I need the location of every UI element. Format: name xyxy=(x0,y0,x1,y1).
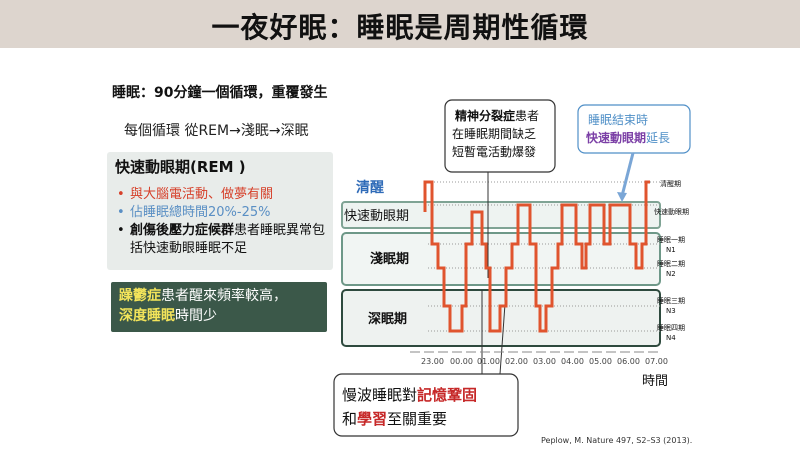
right-n1-a: 睡眠一期 xyxy=(657,236,685,244)
citation: Peplow, M. Nature 497, S2–S3 (2013). xyxy=(541,436,693,445)
right-stage-labels: 清醒期 快速動眼期 睡眠一期 N1 睡眠二期 N2 睡眠三期 N3 睡眠四期 N… xyxy=(654,179,689,342)
sleep-end-bold: 快速動眼期 xyxy=(586,130,646,145)
right-n3-b: N3 xyxy=(666,307,676,315)
depression-text-1: 患者醒來頻率較高， xyxy=(161,288,287,304)
schizophrenia-callout: 精神分裂症患者 在睡眠期間缺乏 短暫電活動爆發 xyxy=(444,99,556,173)
rem-bullet-2: •佔睡眠總時間20%-25% xyxy=(117,205,271,220)
schizo-line2: 在睡眠期間缺乏 xyxy=(452,126,536,141)
rem-info-box: 快速動眼期(REM ) •與大腦電活動、做夢有關 •佔睡眠總時間20%-25% … xyxy=(107,152,333,270)
schizo-line3: 短暫電活動爆發 xyxy=(452,144,536,159)
rem-bullet-1-text: 與大腦電活動、做夢有關 xyxy=(130,187,274,202)
cycle-description: 每個循環 從REM→淺眠→深眠 xyxy=(124,123,309,139)
slow-wave-learning: 學習 xyxy=(357,410,387,428)
time-tick-labels: 23.00 00.00 01.00 02.00 03.00 04.00 05.0… xyxy=(421,357,668,366)
tick-0100: 01.00 xyxy=(477,357,500,366)
tick-0300: 03.00 xyxy=(533,357,556,366)
tick-0200: 02.00 xyxy=(505,357,528,366)
tick-0500: 05.00 xyxy=(589,357,612,366)
svg-text:快速動眼期延長: 快速動眼期延長 xyxy=(586,130,670,145)
right-n4-a: 睡眠四期 xyxy=(657,324,685,332)
title-bar xyxy=(0,0,800,48)
depression-term: 躁鬱症 xyxy=(119,288,161,304)
rem-bullet-2-text: 佔睡眠總時間20%-25% xyxy=(130,205,271,220)
slow-wave-pre: 慢波睡眠對 xyxy=(342,386,417,404)
right-rem: 快速動眼期 xyxy=(654,207,689,216)
tick-2300: 23.00 xyxy=(421,357,444,366)
rem-bullet-3: •創傷後壓力症候群患者睡眠異常包括快速動眼睡眠不足 xyxy=(117,223,326,256)
rem-band xyxy=(341,201,661,229)
rem-bullet-list: •與大腦電活動、做夢有關 •佔睡眠總時間20%-25% •創傷後壓力症候群患者睡… xyxy=(117,186,331,258)
right-n4-b: N4 xyxy=(666,334,676,342)
tick-0000: 00.00 xyxy=(450,357,473,366)
subtitle: 睡眠：90分鐘一個循環，重覆發生 xyxy=(112,85,328,101)
tick-0400: 04.00 xyxy=(561,357,584,366)
rem-bullet-3-text: 患者睡眠異常包括快速動眼睡眠不足 xyxy=(130,223,326,256)
rem-bullet-3-bold: 創傷後壓力症候群 xyxy=(130,223,235,238)
svg-text:精神分裂症患者: 精神分裂症患者 xyxy=(455,108,539,123)
wake-label: 清醒 xyxy=(356,179,384,196)
page-title: 一夜好眠：睡眠是周期性循環 xyxy=(211,11,589,44)
rem-box-title: 快速動眼期(REM ) xyxy=(115,158,246,176)
svg-text:和學習至關重要: 和學習至關重要 xyxy=(342,410,447,428)
slow-wave-callout: 慢波睡眠對記憶鞏固 和學習至關重要 xyxy=(333,373,519,437)
tick-0700: 07.00 xyxy=(645,357,668,366)
right-n2-b: N2 xyxy=(666,270,676,278)
light-sleep-label: 淺眠期 xyxy=(370,251,409,267)
svg-text:慢波睡眠對記憶鞏固: 慢波睡眠對記憶鞏固 xyxy=(342,386,477,404)
slow-wave-and: 和 xyxy=(342,410,357,428)
right-n3-a: 睡眠三期 xyxy=(657,297,685,305)
slow-wave-memory: 記憶鞏固 xyxy=(417,386,477,404)
sleep-end-callout: 睡眠結束時 快速動眼期延長 xyxy=(577,104,691,202)
deep-sleep-term: 深度睡眠 xyxy=(119,308,175,324)
rem-label: 快速動眼期 xyxy=(344,209,409,224)
sleep-end-line1: 睡眠結束時 xyxy=(588,113,648,127)
schizo-rest: 患者 xyxy=(515,109,539,123)
rem-bullet-1: •與大腦電活動、做夢有關 xyxy=(117,187,274,202)
deep-sleep-label: 深眠期 xyxy=(368,311,407,327)
slow-wave-rest: 至關重要 xyxy=(387,410,447,428)
schizo-bold: 精神分裂症 xyxy=(455,108,515,123)
sleep-end-rest: 延長 xyxy=(646,131,670,145)
right-n1-b: N1 xyxy=(666,246,676,254)
depression-info-box: 躁鬱症患者醒來頻率較高， 深度睡眠時間少 xyxy=(111,282,327,332)
x-axis-label: 時間 xyxy=(642,374,668,389)
right-wake: 清醒期 xyxy=(660,179,681,188)
hypnogram-line xyxy=(423,180,650,333)
depression-text-2: 時間少 xyxy=(175,308,217,324)
right-n2-a: 睡眠二期 xyxy=(657,260,685,268)
tick-0600: 06.00 xyxy=(617,357,640,366)
